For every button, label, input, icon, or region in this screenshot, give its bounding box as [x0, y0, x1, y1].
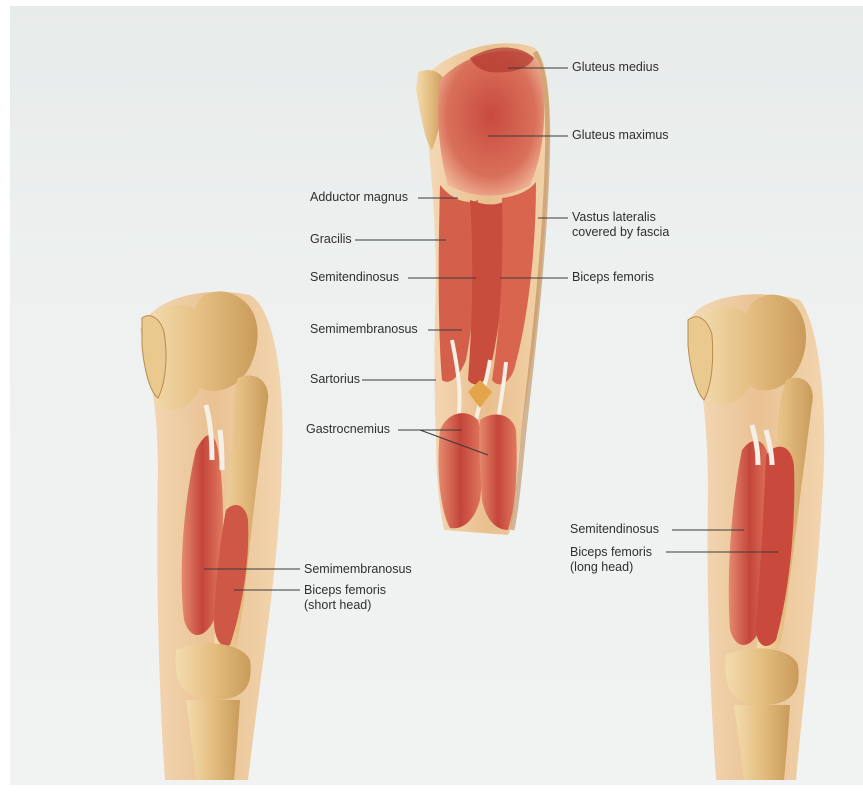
right-sacrum	[688, 317, 713, 400]
left-sacrum	[142, 316, 166, 398]
left-leg-figure	[140, 291, 283, 780]
center-thigh-figure	[416, 43, 549, 535]
label-gastrocnemius: Gastrocnemius	[306, 422, 390, 437]
right-knee	[725, 648, 798, 705]
label-semimembranosus-center: Semimembranosus	[310, 322, 418, 337]
label-gluteus-medius: Gluteus medius	[572, 60, 659, 75]
left-knee	[175, 643, 250, 700]
label-sartorius: Sartorius	[310, 372, 360, 387]
label-biceps-femoris-long: Biceps femoris (long head)	[570, 545, 652, 575]
label-semitendinosus-right: Semitendinosus	[570, 522, 659, 537]
label-semitendinosus-center: Semitendinosus	[310, 270, 399, 285]
label-gracilis: Gracilis	[310, 232, 352, 247]
label-adductor-magnus: Adductor magnus	[310, 190, 408, 205]
label-vastus-lateralis: Vastus lateralis covered by fascia	[572, 210, 669, 240]
label-gluteus-maximus: Gluteus maximus	[572, 128, 669, 143]
right-leg-figure	[688, 294, 824, 780]
label-biceps-femoris-center: Biceps femoris	[572, 270, 654, 285]
label-biceps-femoris-short: Biceps femoris (short head)	[304, 583, 386, 613]
gluteus-maximus	[438, 51, 544, 196]
label-semimembranosus-left: Semimembranosus	[304, 562, 412, 577]
